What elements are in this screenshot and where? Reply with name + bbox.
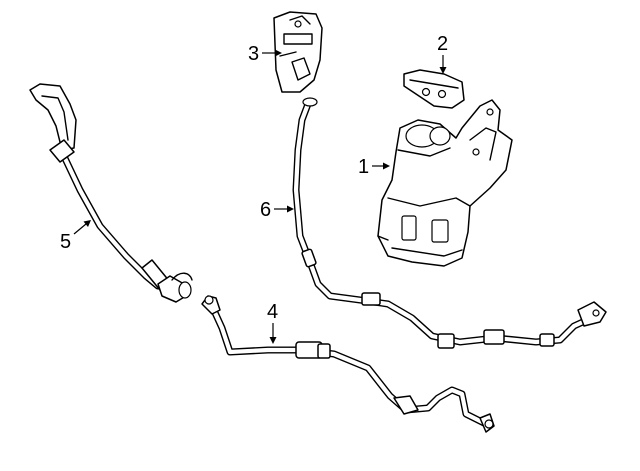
callout-label-3: 3	[248, 43, 259, 65]
part-1-pump-assembly	[377, 99, 513, 267]
callout-label-6: 6	[260, 199, 271, 221]
callout-label-2: 2	[437, 33, 448, 55]
callout-2: 2	[437, 33, 448, 74]
part-6-hose	[292, 97, 607, 349]
callout-6: 6	[260, 199, 294, 221]
part-2-bracket	[403, 69, 465, 109]
part-3-bracket	[273, 11, 323, 93]
callout-label-5: 5	[60, 231, 71, 253]
callout-1: 1	[358, 156, 390, 178]
callout-5: 5	[60, 220, 91, 253]
callout-4: 4	[267, 301, 278, 344]
callout-label-1: 1	[358, 156, 369, 178]
callout-label-4: 4	[267, 301, 278, 323]
part-5-hose	[29, 83, 193, 303]
callout-3: 3	[248, 43, 282, 65]
part-4-hose	[201, 295, 495, 433]
